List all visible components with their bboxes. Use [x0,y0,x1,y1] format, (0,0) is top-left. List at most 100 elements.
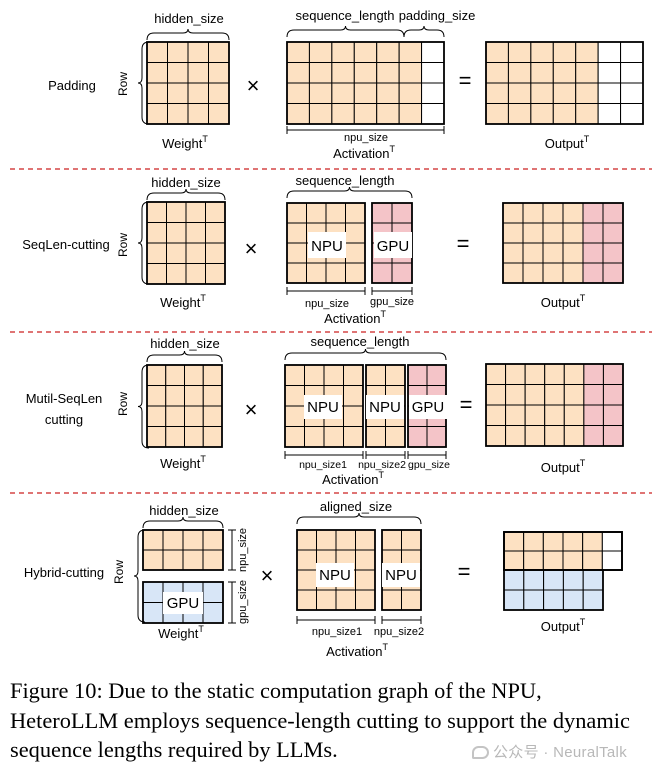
matrix-cell [582,242,604,264]
matrix-cell [602,363,624,385]
cutting-strategies-diagram: Padding Row hidden_size WeightT sequence… [10,8,652,659]
bracket [137,364,150,449]
matrix-cell [353,62,378,84]
padding-equals-operator: = [459,68,472,93]
multi-row-axis-label: Row [116,392,130,416]
multi-gpu-size-label: gpu_size [408,459,450,471]
matrix-cell [601,531,623,552]
multi-output-matrix [485,363,624,447]
matrix-cell [401,529,422,551]
matrix-cell [166,201,187,223]
padding-activation-matrix [286,41,445,125]
multi-npu-block-2-label: NPU [369,399,401,416]
matrix-cell [146,103,168,125]
matrix-cell [502,202,524,224]
matrix-cell [381,589,402,611]
size-marker [407,451,447,459]
matrix-cell [602,404,624,426]
matrix-cell [503,531,525,552]
matrix-border [146,41,230,125]
matrix-cell [185,222,206,244]
matrix-grids [142,41,644,624]
multi-gpu-block-label: GPU [412,399,445,416]
matrix-cell [620,41,644,63]
matrix-cell [365,364,386,386]
matrix-cell [202,581,224,603]
matrix-cell [582,550,603,571]
gpu-block-bg [374,232,412,258]
matrix-cell [146,62,168,84]
padding-times-operator: × [247,73,260,98]
matrix-border [286,41,445,125]
matrix-cell [530,41,554,63]
matrix-cell [343,405,364,427]
matrix-cell [376,62,400,84]
matrix-border [284,364,364,448]
matrix-cell [331,103,355,125]
matrix-cell [345,222,366,244]
matrix-cell [286,82,310,104]
bracket [137,201,150,285]
matrix-cell [575,41,599,63]
matrix-cell [583,363,604,385]
matrix-cell [182,529,204,551]
matrix-cell [166,242,187,264]
matrix-cell [296,589,317,611]
matrix-cell [582,531,603,552]
matrix-cell [202,602,224,624]
padding-row-axis-label: Row [116,72,130,96]
matrix-cell [331,41,355,63]
matrix-cell [485,404,507,426]
seqlen-hidden-size-label: hidden_size [151,175,220,190]
matrix-cell [325,202,346,224]
matrix-cell [398,103,423,125]
matrix-cell [187,82,209,104]
matrix-cell [146,385,167,407]
matrix-cell [286,41,310,63]
matrix-cell [308,41,333,63]
matrix-cell [308,82,333,104]
matrix-border [502,202,624,284]
matrix-cell [507,103,532,125]
matrix-cell [335,589,356,611]
matrix-cell [142,581,164,603]
padding-output-label: OutputT [545,134,590,151]
matrix-cell [184,364,204,386]
padding-size-label: padding_size [399,8,476,23]
padding-weight-matrix [146,41,230,125]
matrix-cell [345,242,366,264]
multi-sequence-length-label: sequence_length [310,334,409,349]
matrix-cell [502,222,524,244]
matrix-cell [505,384,526,406]
seqlen-output-matrix [502,202,624,284]
matrix-cell [502,262,524,284]
matrix-cell [542,262,564,284]
matrix-cell [582,262,604,284]
matrix-cell [563,404,585,426]
bracket [286,25,405,38]
hybrid-output-npu-part [503,531,623,571]
matrix-cell [165,385,185,407]
matrix-cell [304,426,325,448]
matrix-cell [202,385,223,407]
bracket [133,529,146,623]
matrix-cell [185,263,206,285]
bracket [142,516,224,529]
matrix-cell [205,242,226,264]
multi-row-label-line1: Mutil-SeqLen [26,391,103,406]
matrix-cell [355,589,376,611]
matrix-cell [583,425,604,447]
matrix-cell [583,404,604,426]
matrix-cell [542,222,564,244]
matrix-cell [146,405,167,427]
matrix-cell [597,41,622,63]
matrix-cell [306,202,327,224]
matrix-cell [575,82,599,104]
bracket [146,350,223,363]
matrix-cell [165,364,185,386]
hybrid-hidden-size-label: hidden_size [149,503,218,518]
chat-bubble-icon [472,746,489,759]
hybrid-weight-label: WeightT [158,624,204,641]
matrix-cell [205,201,226,223]
matrix-cell [552,62,577,84]
